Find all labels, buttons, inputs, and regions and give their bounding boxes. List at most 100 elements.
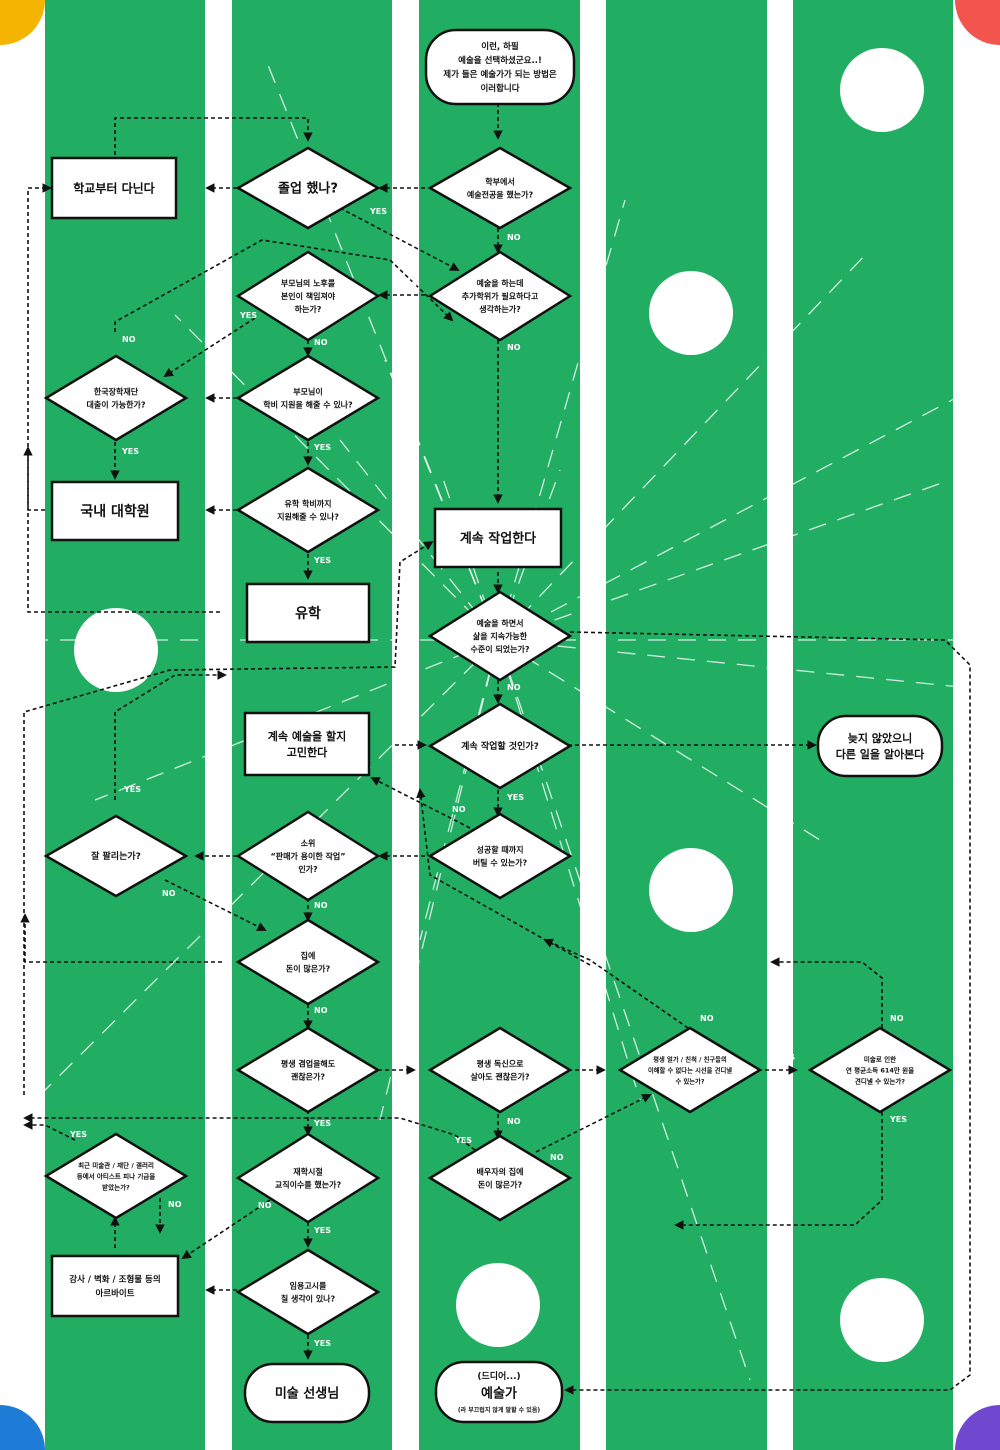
white-dot-3 bbox=[74, 608, 158, 692]
teacher-course-text-1: 재학시절 bbox=[293, 1166, 322, 1176]
not-too-late-text-1: 늦지 않았으니 bbox=[848, 731, 913, 745]
decor-ray-3 bbox=[174, 314, 499, 641]
edge-label-residency-yes: YES bbox=[69, 1130, 87, 1139]
parents-tuition-text-2: 학비 지원을 해줄 수 있나? bbox=[263, 399, 353, 409]
edge-label-hold-on-yes: YES bbox=[399, 841, 417, 850]
hold-on-shape bbox=[427, 812, 573, 900]
edge-label-kosaf-no: NO bbox=[122, 335, 136, 344]
edge-label-family-gaze-yes: YES bbox=[777, 1053, 795, 1062]
spouse-rich-text-1: 배우자의 집에 bbox=[477, 1166, 524, 1176]
edge-label-sellable-no: NO bbox=[314, 901, 328, 910]
abroad-support-text-1: 유학 학비까지 bbox=[285, 498, 332, 508]
edge-label-side-job-yes: YES bbox=[313, 1119, 331, 1128]
hold-on-text-1: 성공할 때까지 bbox=[477, 844, 524, 854]
stay-single-shape bbox=[427, 1026, 573, 1114]
sustainable-text-1: 예술을 하면서 bbox=[477, 618, 524, 628]
decor-ray-20 bbox=[497, 639, 991, 691]
artist-main-text-1: 예술가 bbox=[481, 1386, 517, 1402]
connector-left-loop-to-keep-working bbox=[23, 540, 434, 1095]
not-too-late-text-2: 다른 일을 알아본다 bbox=[836, 747, 925, 761]
connector-teacher-course-no bbox=[181, 1199, 271, 1260]
consider-quit-text-2: 고민한다 bbox=[287, 745, 328, 759]
sustainable-text-2: 삶을 지속가능한 bbox=[473, 631, 528, 641]
art-teacher-text-1: 미술 선생님 bbox=[275, 1386, 339, 1402]
connector-sells-well-to-rich-family bbox=[164, 879, 267, 931]
abroad-support-text-2: 지원해줄 수 있나? bbox=[277, 511, 339, 521]
teacher-course-text-2: 교직이수를 했는가? bbox=[275, 1179, 342, 1189]
consider-quit-text-1: 계속 예술을 할지 bbox=[268, 729, 347, 743]
residency-shape bbox=[43, 1132, 189, 1220]
abroad-text-1: 유학 bbox=[295, 606, 321, 622]
edge-label-abroad-support-yes: YES bbox=[313, 556, 331, 565]
edge-label-need-no: NO bbox=[507, 343, 521, 352]
edge-label-spouse-yes: YES bbox=[454, 1136, 472, 1145]
connector-gaze-back-to-continue bbox=[416, 788, 591, 966]
edge-label-single-no: NO bbox=[507, 1117, 521, 1126]
sellable-work-text-2: “판매가 용이한 작업” bbox=[271, 851, 346, 861]
residency-text-1: 최근 미술관 / 재단 / 갤러리 bbox=[78, 1160, 154, 1169]
lifelong-side-job-shape bbox=[235, 1026, 381, 1114]
art-teacher-shape bbox=[243, 1362, 371, 1424]
residency-text-2: 등에서 아티스트 피나 기금을 bbox=[77, 1171, 156, 1180]
parents-old-age-text-3: 하는가? bbox=[295, 304, 322, 314]
sellable-work-shape bbox=[235, 810, 381, 902]
edge-label-parents-old-no: NO bbox=[314, 338, 328, 347]
sells-well-text-1: 잘 팔리는가? bbox=[91, 850, 141, 862]
edge-label-exam-no: NO bbox=[208, 1276, 222, 1285]
edge-label-teacher-course-yes: YES bbox=[313, 1226, 331, 1235]
connector-school-to-graduated bbox=[114, 117, 313, 155]
connector-domestic-back-up bbox=[23, 446, 45, 511]
connector-family-gaze-no-up bbox=[543, 938, 689, 1029]
intro-box-text-4: 이러합니다 bbox=[480, 83, 519, 94]
school-first-shape bbox=[50, 156, 178, 220]
edge-label-kosaf-yes: YES bbox=[121, 447, 139, 456]
decor-ray-2 bbox=[384, 359, 499, 641]
edge-label-exam-yes: YES bbox=[313, 1339, 331, 1348]
connector-hold-on-to-consider bbox=[370, 777, 471, 829]
family-gaze-shape bbox=[617, 1026, 763, 1114]
decor-ray-5 bbox=[497, 379, 991, 641]
edge-label-hold-on-no: NO bbox=[452, 805, 466, 814]
sellable-work-text-3: 인가? bbox=[298, 864, 318, 874]
edge-label-side-job-no: NO bbox=[398, 1053, 412, 1062]
consider-quit-shape bbox=[243, 711, 371, 777]
edge-label-sellable-yes: YES bbox=[207, 841, 225, 850]
spouse-rich-shape bbox=[427, 1134, 573, 1222]
connector-parents-old-to-kosaf bbox=[163, 317, 256, 378]
graduated-shape bbox=[235, 146, 381, 230]
keep-working-shape bbox=[433, 507, 563, 569]
family-gaze-text-3: 수 있는가? bbox=[675, 1076, 704, 1085]
edge-label-sells-well-no: NO bbox=[162, 889, 176, 898]
edge-label-sells-well-yes: YES bbox=[123, 785, 141, 794]
keep-working-text-1: 계속 작업한다 bbox=[460, 531, 536, 547]
family-gaze-text-2: 이해할 수 없다는 시선을 견디낼 bbox=[648, 1065, 732, 1074]
edge-label-graduated-yes-2: YES bbox=[369, 207, 387, 216]
edge-label-will-continue-yes: YES bbox=[506, 793, 524, 802]
part-time-shape bbox=[50, 1254, 180, 1318]
kosaf-loan-text-1: 한국장학재단 bbox=[94, 386, 139, 396]
decor-ray-11 bbox=[29, 639, 499, 1106]
sustainable-shape bbox=[427, 590, 573, 682]
parents-old-age-text-1: 부모님의 노후를 bbox=[281, 278, 336, 288]
low-income-text-1: 미술로 인한 bbox=[864, 1054, 896, 1063]
low-income-text-2: 연 평균소득 614만 원을 bbox=[846, 1065, 914, 1074]
sustainable-text-3: 수준이 되었는가? bbox=[471, 644, 530, 654]
edge-label-rich-family-yes: YES bbox=[205, 945, 223, 954]
will-continue-text-1: 계속 작업할 것인가? bbox=[461, 740, 539, 752]
connector-low-income-yes-down bbox=[674, 1112, 883, 1230]
studied-art-text-1: 학부에서 bbox=[485, 176, 514, 186]
stay-single-text-2: 살아도 괜찮은가? bbox=[471, 1071, 530, 1081]
connector-low-income-no-loop bbox=[770, 957, 883, 1028]
connector-kosaf-no-loop bbox=[114, 239, 454, 332]
connector-spouse-to-family-gaze bbox=[535, 1094, 652, 1153]
edge-label-teacher-course-no: NO bbox=[258, 1201, 272, 1210]
decor-ray-12 bbox=[379, 639, 499, 1121]
edge-label-abroad-support-no: NO bbox=[210, 496, 224, 505]
edge-label-sustainable-yes: YES bbox=[585, 619, 603, 628]
artist-top-text-1: (드디어...) bbox=[477, 1370, 520, 1382]
rich-family-shape bbox=[235, 918, 381, 1006]
intro-box-shape bbox=[424, 28, 576, 106]
edge-label-family-gaze-no: NO bbox=[700, 1014, 714, 1023]
